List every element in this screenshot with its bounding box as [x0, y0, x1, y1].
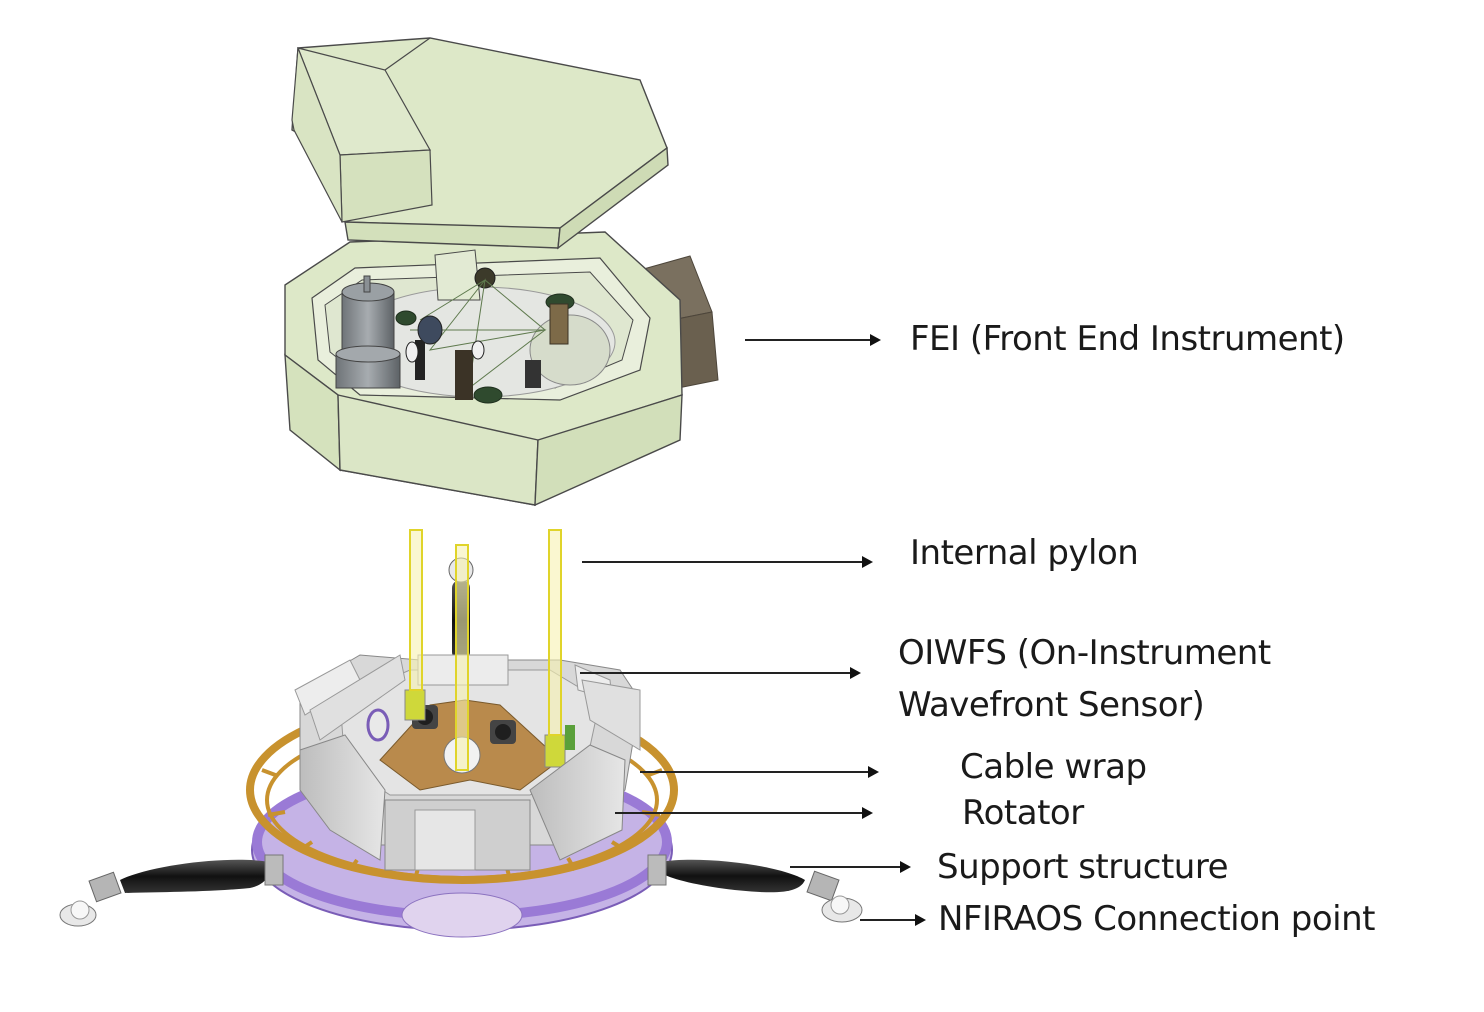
fei-arrow — [745, 334, 881, 346]
fei-assembly — [284, 37, 719, 507]
label-nfiraos-connection-point: NFIRAOS Connection point — [938, 899, 1375, 939]
lower-assembly — [59, 529, 863, 938]
internal-pylons — [409, 529, 562, 771]
support-structure-arrow — [790, 861, 911, 873]
pylon-arrow — [582, 556, 873, 568]
fei-optics — [335, 267, 575, 404]
label-cable-wrap: Cable wrap — [960, 747, 1147, 787]
fei-lid — [291, 37, 669, 250]
callout-arrows — [580, 334, 926, 926]
rotator-arrow — [615, 807, 873, 819]
oiwfs-arrow — [580, 667, 861, 679]
nfiraos-connection-points — [59, 870, 863, 927]
label-oiwfs-line2: Wavefront Sensor) — [898, 685, 1205, 725]
label-support-structure: Support structure — [937, 847, 1229, 887]
label-oiwfs-line1: OIWFS (On-Instrument — [898, 633, 1271, 673]
nfiraos-arrow — [860, 914, 926, 926]
cable-wrap-arrow — [640, 766, 879, 778]
support-structure — [120, 854, 805, 893]
label-rotator: Rotator — [962, 793, 1084, 833]
label-fei: FEI (Front End Instrument) — [910, 319, 1345, 359]
oiwfs-housing — [294, 654, 641, 871]
label-internal-pylon: Internal pylon — [910, 533, 1139, 573]
